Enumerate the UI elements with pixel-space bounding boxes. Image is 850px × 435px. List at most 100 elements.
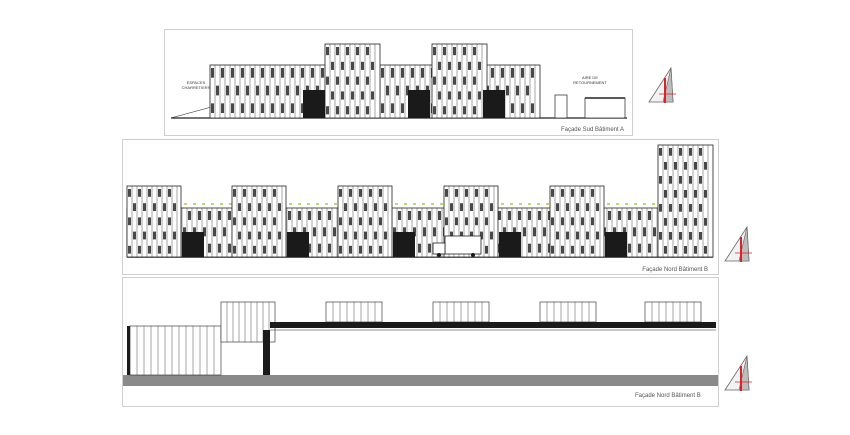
facade-low-window [406, 85, 409, 96]
facade-low-window [506, 85, 509, 96]
facade-base-window [313, 227, 316, 237]
tall-tower-window [689, 176, 692, 184]
facade-low-window [296, 85, 299, 96]
orientation-symbol-icon [721, 223, 755, 263]
facade-low-window [291, 103, 294, 114]
bay-4-window [485, 245, 488, 254]
facade-low-window [521, 103, 524, 114]
north-facade-drawing [126, 144, 714, 258]
facade-base-window [298, 211, 301, 220]
facade-low-window [221, 103, 224, 114]
tall-tower-window [679, 148, 682, 156]
facade-base-window [308, 211, 311, 220]
truck-cab [432, 242, 446, 255]
facade-base-window [193, 227, 196, 237]
tower-right-window [473, 76, 476, 85]
tower-right-window [463, 47, 466, 56]
tall-tower-window [684, 190, 687, 198]
bay-5 [549, 185, 605, 258]
bay-1-window [168, 245, 171, 254]
bay-2 [231, 185, 287, 258]
bay-4-window [490, 231, 493, 240]
facade-low-window [266, 85, 269, 96]
tower-right-window [453, 47, 456, 56]
facade-low-window [211, 68, 214, 78]
bay-3-window [374, 203, 377, 212]
bay-3-window [384, 203, 387, 212]
bay-1-window [128, 217, 131, 226]
tower-left-window [351, 61, 354, 70]
tower-right-window [458, 61, 461, 70]
tower-right-window [433, 76, 436, 85]
bay-1-window [138, 189, 141, 197]
facade-low-window [491, 68, 494, 78]
facade-base-window [518, 211, 521, 220]
tower-right-window [453, 76, 456, 85]
bay-3-window [354, 203, 357, 212]
facade-low-window [301, 103, 304, 114]
tower-right-window [463, 106, 466, 115]
facade-base-window [533, 227, 536, 237]
facade-base-window [293, 227, 296, 237]
tall-tower-window [704, 162, 707, 170]
tall-tower-window [674, 218, 677, 226]
bay-4-window [475, 189, 478, 197]
tower-left-window [346, 76, 349, 85]
tower-left-window [326, 47, 329, 56]
facade-low-window [386, 85, 389, 96]
bay-2-window [253, 189, 256, 197]
bay-1-window [148, 189, 151, 197]
tall-tower-window [664, 190, 667, 198]
tower-left-window [366, 106, 369, 115]
bay-4-window [465, 189, 468, 197]
facade-low-window [276, 85, 279, 96]
facade-base-window [548, 211, 551, 220]
tower-right-window [468, 91, 471, 100]
bay-5-window [581, 189, 584, 197]
facade-base-window [308, 243, 311, 253]
bay-1-window [143, 203, 146, 212]
facade-base-window [228, 243, 231, 253]
tower-right-window [433, 106, 436, 115]
tower-left-window [331, 91, 334, 100]
facade-base-window [528, 211, 531, 220]
bay-3-window [384, 231, 387, 240]
label-espaces-charretiers: ESPACES CHARRETIERS [171, 80, 221, 90]
bay-1-window [133, 203, 136, 212]
bay-2-window [273, 189, 276, 197]
facade-base-window [218, 211, 221, 220]
bay-3-window [349, 189, 352, 197]
facade-low-window [521, 68, 524, 78]
ramp-line [170, 105, 216, 119]
bay-5-window [591, 189, 594, 197]
facade-base-window [633, 227, 636, 237]
facade-low-window [241, 103, 244, 114]
tower-left-window [346, 106, 349, 115]
loading-door [182, 232, 204, 257]
tower-right-window [443, 76, 446, 85]
facade-low-window [511, 103, 514, 114]
bay-5-window [571, 217, 574, 226]
bay-5-window [561, 245, 564, 254]
facade-base-window [628, 243, 631, 253]
bay-3-window [339, 245, 342, 254]
shed-left [129, 325, 222, 376]
bay-3-window [379, 245, 382, 254]
bay-1-window [133, 231, 136, 240]
bay-4-window [480, 203, 483, 212]
bay-1-window [138, 245, 141, 254]
tall-tower-window [699, 204, 702, 212]
label-espaces-line2: CHARRETIERS [181, 85, 211, 90]
bay-1-window [148, 245, 151, 254]
truck-wheel [471, 253, 475, 257]
bay-5-window [586, 203, 589, 212]
tall-tower-window [669, 204, 672, 212]
loading-door [408, 90, 430, 118]
bay-4-window [460, 203, 463, 212]
tower-left-window [361, 91, 364, 100]
bay-2-window [278, 203, 281, 212]
facade-base-window [413, 227, 416, 237]
bay-4-window [455, 217, 458, 226]
tall-tower-window [659, 204, 662, 212]
bay-1-window [168, 217, 171, 226]
